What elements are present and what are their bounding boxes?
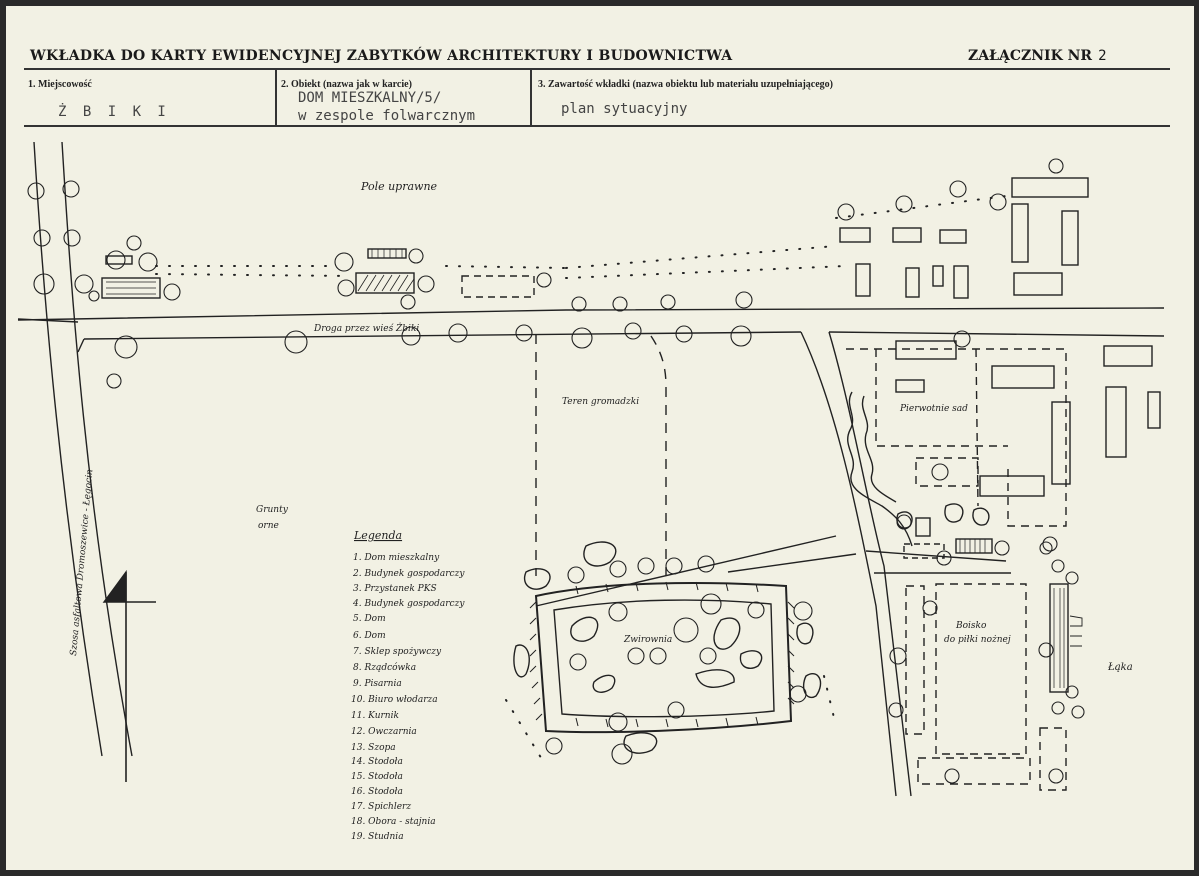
content-label: 3. Zawartość wkładki (nazwa obiektu lub … [538,79,834,90]
legend-item: 4. Budynek gospodarczy [352,599,465,609]
header-top-rule [24,68,1170,70]
north-east-buildings [839,177,1089,299]
dotted-boundaries [155,195,1007,767]
south-road [535,331,1011,797]
village-road [17,307,1165,353]
legend-item: 10. Biuro włodarza [351,695,438,705]
label-pitch-2: do piłki nożnej [944,635,1011,645]
communal-land [535,334,667,576]
object-label: 2. Obiekt (nazwa jak w karcie) [281,79,412,90]
legend-item: 16. Stodoła [351,787,403,797]
place-label: 1. Miejscowość [28,79,92,90]
legend-item: 19. Studnia [351,832,404,842]
label-pond: Zwirownia [623,635,672,645]
object-value-line2: w zespole folwarcznym [298,108,476,124]
legend: Legenda 1. Dom mieszkalny 2. Budynek gos… [351,529,465,842]
label-arable-1: Grunty [256,505,289,515]
farmyard [846,340,1161,791]
legend-item: 9. Pisarnia [353,679,402,689]
legend-item: 14. Stodoła [351,757,403,767]
legend-item: 13. Szopa [351,743,396,753]
object-value-line1: DOM MIESZKALNY/5/ [298,90,442,106]
label-field: Pole uprawne [360,180,438,193]
legend-item: 3. Przystanek PKS [353,584,437,594]
header-bottom-rule [24,125,1170,127]
content-value: plan sytuacyjny [561,101,688,117]
annex-label: ZAŁĄCZNIK NR 2 [968,48,1107,64]
label-communal-land: Teren gromadzki [562,397,639,407]
legend-item: 12. Owczarnia [351,727,417,737]
site-plan: Pole uprawne Droga przez wieś Żbiki Tere… [17,141,1165,842]
legend-item: 5. Dom [353,614,386,624]
legend-title: Legenda [353,529,402,542]
label-arable-2: orne [258,521,279,531]
header-divider-1 [275,69,277,126]
annex-number: 2 [1098,48,1107,64]
north-buildings [101,248,535,299]
legend-item: 15. Stodoła [351,772,403,782]
legend-item: 1. Dom mieszkalny [353,553,440,563]
label-pitch-1: Boisko [955,621,987,631]
record-sheet: WKŁADKA DO KARTY EWIDENCYJNEJ ZABYTKÓW A… [6,6,1194,870]
trees [27,158,1085,765]
legend-item: 8. Rządcówka [353,662,416,673]
pond [513,541,822,754]
label-orchard: Pierwotnie sad [899,404,968,414]
sheet-title: WKŁADKA DO KARTY EWIDENCYJNEJ ZABYTKÓW A… [30,48,733,64]
north-arrow-icon [102,569,156,782]
header-divider-2 [530,69,532,126]
legend-item: 11. Kurnik [351,711,399,721]
annex-label-text: ZAŁĄCZNIK NR [968,48,1093,64]
legend-item: 6. Dom [353,631,386,641]
label-meadow: Łąka [1107,662,1133,673]
legend-item: 17. Spichlerz [351,802,411,812]
legend-item: 18. Obora - stajnia [351,817,436,827]
hedge-belt [847,391,990,547]
place-value: Ż B I K I [58,104,170,120]
label-village-road: Droga przez wieś Żbiki [313,322,419,334]
number-markers [106,235,1065,784]
legend-item: 7. Sklep spożywczy [353,647,442,657]
legend-item: 2. Budynek gospodarczy [352,569,465,579]
